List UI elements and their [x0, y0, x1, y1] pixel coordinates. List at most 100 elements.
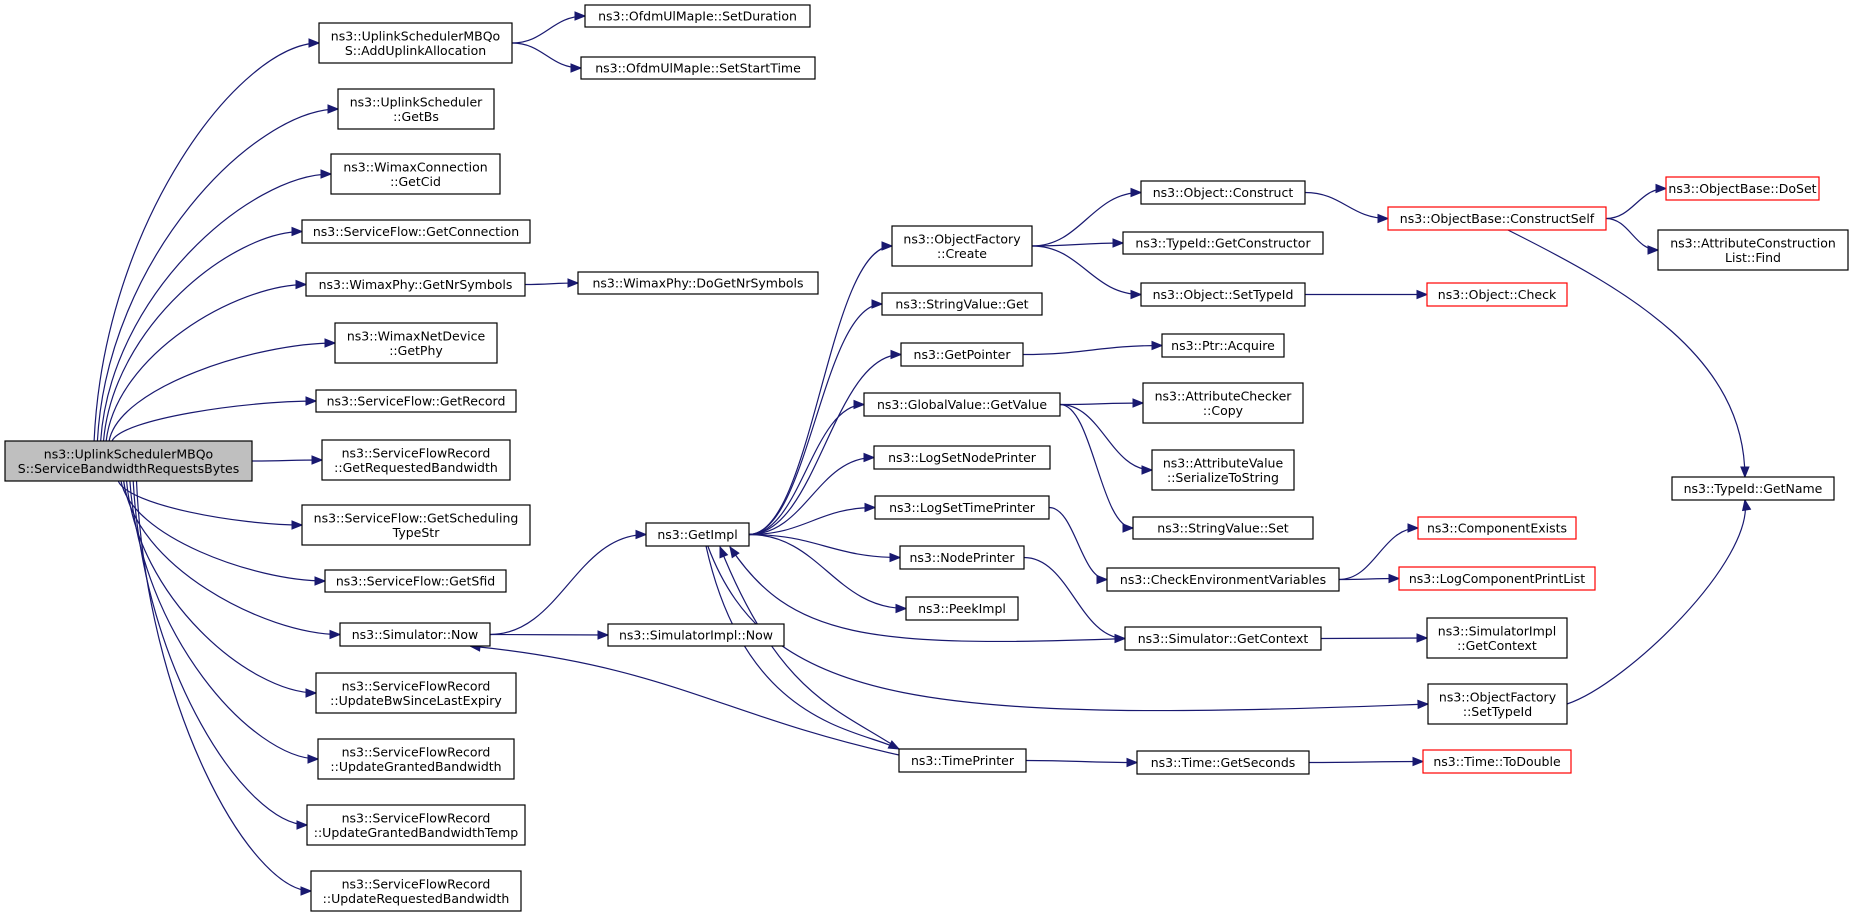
node-ptr-acquire[interactable]: ns3::Ptr::Acquire — [1161, 333, 1285, 358]
edge-time-printer-to-time-get-seconds — [1025, 757, 1139, 768]
edge-line — [748, 245, 893, 536]
node-get-pointer[interactable]: ns3::GetPointer — [900, 342, 1024, 367]
node-sim-now[interactable]: ns3::Simulator::Now — [339, 622, 491, 647]
node-get-cid[interactable]: ns3::WimaxConnection::GetCid — [330, 153, 501, 195]
edge-line — [748, 506, 876, 536]
node-box — [1426, 282, 1568, 307]
edge-line — [135, 480, 312, 892]
edge-line — [96, 108, 339, 442]
node-check-env-vars[interactable]: ns3::CheckEnvironmentVariables — [1106, 567, 1340, 592]
node-time-get-seconds[interactable]: ns3::Time::GetSeconds — [1136, 750, 1310, 775]
edge-root-to-get-sched-type-str — [117, 480, 304, 530]
node-get-nr-symbols[interactable]: ns3::WimaxPhy::GetNrSymbols — [305, 272, 526, 297]
node-time-printer[interactable]: ns3::TimePrinter — [898, 748, 1027, 773]
node-get-requested-bw[interactable]: ns3::ServiceFlowRecord::GetRequestedBand… — [321, 439, 511, 481]
arrowhead-icon — [889, 552, 902, 563]
edge-get-impl-to-log-set-node-printer — [748, 452, 876, 536]
node-box — [301, 219, 531, 244]
arrowhead-icon — [597, 630, 610, 640]
node-label: ::Copy — [1203, 403, 1244, 418]
node-root[interactable]: ns3::UplinkSchedulerMBQoS::ServiceBandwi… — [4, 440, 253, 482]
node-label: ::Create — [937, 246, 987, 261]
edge-line — [1048, 506, 1108, 581]
node-get-phy[interactable]: ns3::WimaxNetDevice::GetPhy — [334, 322, 498, 364]
node-type-id-get-name[interactable]: ns3::TypeId::GetName — [1671, 476, 1835, 501]
node-get-record[interactable]: ns3::ServiceFlow::GetRecord — [315, 389, 517, 413]
node-label: S::AddUplinkAllocation — [345, 43, 486, 58]
node-component-exists[interactable]: ns3::ComponentExists — [1417, 516, 1577, 540]
arrowhead-icon — [314, 576, 327, 586]
arrowhead-icon — [305, 396, 318, 406]
node-label: ns3::Simulator::GetContext — [1138, 631, 1309, 646]
edge-get-impl-to-string-value-get — [748, 299, 884, 536]
node-log-set-time-printer[interactable]: ns3::LogSetTimePrinter — [874, 495, 1050, 520]
node-obj-construct[interactable]: ns3::Object::Construct — [1140, 180, 1306, 205]
arrowhead-icon — [1141, 465, 1154, 475]
edge-time-get-seconds-to-time-to-double — [1308, 756, 1425, 767]
edge-add-uplink-to-set-start-time — [511, 42, 583, 73]
node-set-duration[interactable]: ns3::OfdmUlMapIe::SetDuration — [584, 4, 811, 28]
node-upd-granted-temp[interactable]: ns3::ServiceFlowRecord::UpdateGrantedBan… — [306, 804, 526, 846]
arrowhead-icon — [863, 452, 876, 463]
node-label: ns3::Time::ToDouble — [1433, 754, 1561, 769]
node-label: ns3::NodePrinter — [909, 550, 1015, 565]
node-string-value-get[interactable]: ns3::StringValue::Get — [881, 292, 1043, 316]
node-obj-set-type-id[interactable]: ns3::Object::SetTypeId — [1140, 282, 1306, 307]
node-get-bs[interactable]: ns3::UplinkScheduler::GetBs — [337, 88, 495, 130]
node-label: ::GetBs — [393, 109, 439, 124]
edge-get-impl-to-log-set-time-printer — [748, 502, 877, 536]
node-sim-impl-get-context[interactable]: ns3::SimulatorImpl::GetContext — [1426, 617, 1568, 659]
node-obj-base-do-set[interactable]: ns3::ObjectBase::DoSet — [1665, 176, 1820, 201]
node-peek-impl[interactable]: ns3::PeekImpl — [905, 596, 1019, 621]
node-box — [905, 596, 1019, 621]
arrowhead-icon — [1407, 523, 1420, 533]
node-time-to-double[interactable]: ns3::Time::ToDouble — [1422, 749, 1572, 774]
node-global-get-value[interactable]: ns3::GlobalValue::GetValue — [863, 392, 1061, 417]
node-obj-factory-set-type-id[interactable]: ns3::ObjectFactory::SetTypeId — [1427, 683, 1568, 725]
node-box — [1142, 382, 1304, 424]
node-attr-value-serialize[interactable]: ns3::AttributeValue::SerializeToString — [1151, 449, 1295, 491]
node-string-value-set[interactable]: ns3::StringValue::Set — [1132, 516, 1314, 540]
edge-check-env-vars-to-component-exists — [1338, 523, 1420, 581]
node-label: ns3::AttributeChecker — [1155, 388, 1293, 403]
edge-root-to-get-nr-symbols — [105, 279, 308, 442]
node-upd-granted[interactable]: ns3::ServiceFlowRecord::UpdateGrantedBan… — [317, 738, 515, 780]
node-sim-impl-now[interactable]: ns3::SimulatorImpl::Now — [607, 623, 785, 647]
node-attr-checker-copy[interactable]: ns3::AttributeChecker::Copy — [1142, 382, 1304, 424]
node-obj-factory-create[interactable]: ns3::ObjectFactory::Create — [891, 225, 1033, 267]
node-upd-bw-since[interactable]: ns3::ServiceFlowRecord::UpdateBwSinceLas… — [315, 672, 517, 714]
edge-root-to-get-record — [111, 396, 318, 442]
node-set-start-time[interactable]: ns3::OfdmUlMapIe::SetStartTime — [580, 56, 816, 80]
arrowhead-icon — [1416, 633, 1429, 643]
node-box — [607, 623, 785, 647]
node-obj-check[interactable]: ns3::Object::Check — [1426, 282, 1568, 307]
node-type-id-get-ctor[interactable]: ns3::TypeId::GetConstructor — [1122, 231, 1324, 255]
node-sim-get-context[interactable]: ns3::Simulator::GetContext — [1124, 626, 1322, 651]
node-get-impl[interactable]: ns3::GetImpl — [645, 522, 750, 547]
node-log-set-node-printer[interactable]: ns3::LogSetNodePrinter — [873, 445, 1051, 470]
arrowhead-icon — [1114, 633, 1127, 644]
node-obj-base-construct-self[interactable]: ns3::ObjectBase::ConstructSelf — [1387, 206, 1607, 231]
node-do-get-nr-symbols[interactable]: ns3::WimaxPhy::DoGetNrSymbols — [577, 271, 819, 295]
edge-line — [748, 403, 865, 536]
edge-sim-now-to-sim-impl-now — [489, 630, 610, 640]
node-add-uplink[interactable]: ns3::UplinkSchedulerMBQoS::AddUplinkAllo… — [318, 22, 513, 64]
arrowhead-icon — [295, 279, 308, 290]
node-get-connection[interactable]: ns3::ServiceFlow::GetConnection — [301, 219, 531, 244]
arrowhead-icon — [574, 11, 587, 21]
node-label: ns3::UplinkSchedulerMBQo — [331, 28, 500, 43]
edge-line — [707, 545, 1429, 712]
edge-line — [489, 533, 647, 636]
edge-obj-factory-create-to-type-id-get-ctor — [1031, 238, 1125, 248]
arrowhead-icon — [570, 63, 583, 73]
node-get-sfid[interactable]: ns3::ServiceFlow::GetSfid — [324, 569, 507, 593]
edge-get-pointer-to-ptr-acquire — [1022, 340, 1164, 356]
node-node-printer[interactable]: ns3::NodePrinter — [899, 545, 1025, 570]
edge-line — [705, 545, 900, 750]
node-upd-requested[interactable]: ns3::ServiceFlowRecord::UpdateRequestedB… — [310, 870, 522, 912]
node-log-component-print-list[interactable]: ns3::LogComponentPrintList — [1398, 566, 1596, 591]
arrowhead-icon — [729, 545, 740, 559]
edge-line — [1059, 402, 1144, 406]
